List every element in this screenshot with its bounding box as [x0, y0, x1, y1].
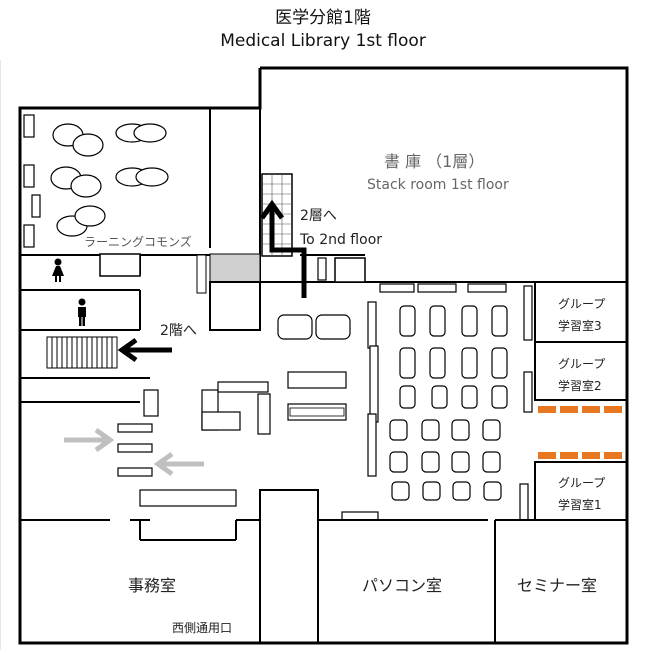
- reading-tables: [367, 283, 533, 521]
- to-2f-label-en: To 2nd floor: [300, 232, 383, 248]
- learning-commons-label: ラーニングコモンズ: [84, 235, 192, 249]
- restrooms: [20, 253, 141, 331]
- male-restroom-icon: [78, 298, 86, 326]
- lobby-furniture: [117, 314, 379, 521]
- pc-room-label: パソコン室: [362, 576, 443, 595]
- up-arrow-icon: [259, 199, 307, 298]
- group2-label-b: 学習室2: [558, 379, 602, 393]
- map-title-en: Medical Library 1st floor: [220, 31, 426, 51]
- map-title-ja: 医学分館1階: [275, 8, 371, 28]
- group-rooms: [534, 281, 628, 521]
- group3-label-a: グループ: [558, 297, 606, 311]
- gray-block: [209, 253, 261, 283]
- gray-arrow-in-icon: [64, 427, 115, 453]
- to-2f-label-ja: 2層へ: [300, 208, 337, 224]
- stairs-2f-label: 2階へ: [160, 323, 197, 339]
- group1-label-a: グループ: [558, 476, 606, 490]
- group1-label-b: 学習室1: [558, 498, 602, 512]
- group2-label-a: グループ: [558, 357, 606, 371]
- gray-arrow-out-icon: [153, 451, 204, 477]
- stack-room-label-en: Stack room 1st floor: [367, 177, 509, 193]
- orange-shelves: [538, 406, 622, 459]
- left-arrow-icon: [117, 337, 172, 363]
- stair-core: [209, 281, 261, 331]
- female-restroom-icon: [52, 258, 64, 282]
- lounge-seats: [23, 114, 169, 248]
- corridor-walls: [20, 254, 366, 403]
- bottom-rooms: [20, 489, 627, 644]
- group3-label-b: 学習室3: [558, 319, 602, 333]
- column: [196, 254, 207, 294]
- seminar-label: セミナー室: [517, 576, 598, 595]
- office-label: 事務室: [128, 576, 177, 595]
- stack-room-label-ja: 書 庫 （1層）: [384, 152, 485, 171]
- stairs-icon: [46, 336, 118, 369]
- west-entrance-label: 西側通用口: [172, 621, 233, 635]
